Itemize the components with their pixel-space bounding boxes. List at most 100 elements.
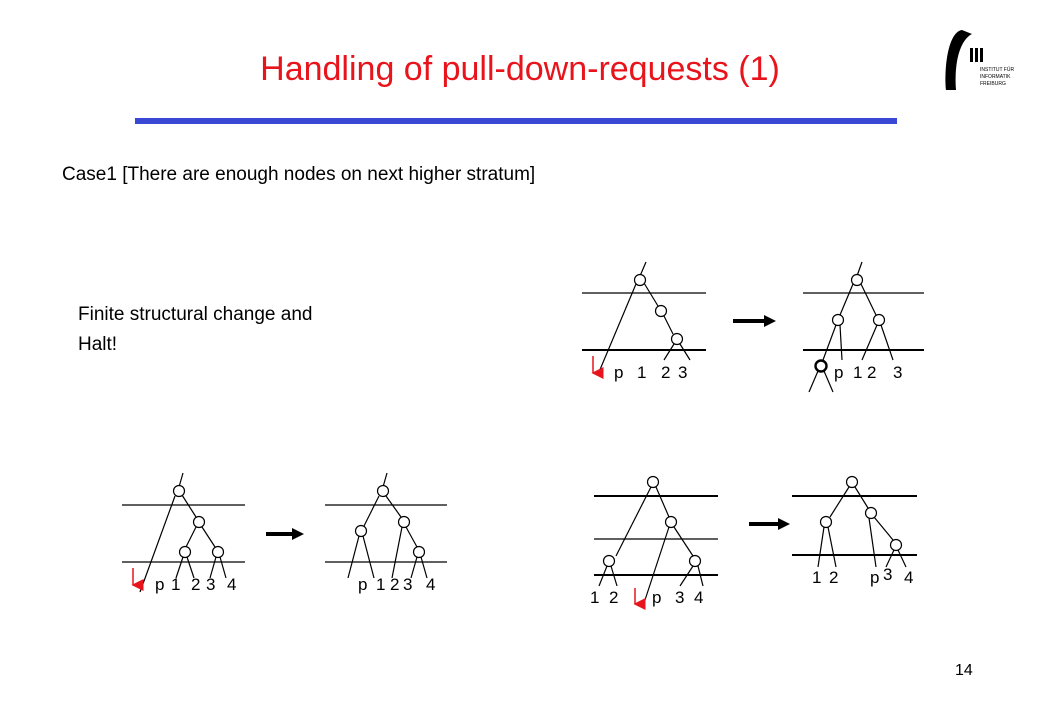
tree-edge xyxy=(139,495,176,593)
tree-edge xyxy=(673,526,694,557)
label-3: 3 xyxy=(678,363,687,382)
tree-node xyxy=(850,273,864,287)
tree-edge xyxy=(363,495,380,527)
tree-edge xyxy=(201,526,216,548)
tree-diagram-1 xyxy=(582,261,706,379)
tree-edge xyxy=(880,324,894,361)
label-2: 2 xyxy=(191,575,200,594)
tree-node xyxy=(376,484,390,498)
tree-edge xyxy=(856,261,863,277)
label-p: p xyxy=(870,568,879,587)
label-2: 2 xyxy=(609,588,618,607)
tree-node xyxy=(633,273,647,287)
tree-node xyxy=(664,515,678,529)
tree-node xyxy=(889,538,903,552)
tree-diagram-2 xyxy=(803,261,924,393)
label-3: 3 xyxy=(403,575,412,594)
tree-edge xyxy=(885,549,895,568)
logo-bar xyxy=(970,48,973,62)
tree-edge xyxy=(181,494,197,518)
label-p: p xyxy=(614,363,623,382)
tree-node xyxy=(354,524,368,538)
tree-edge xyxy=(347,535,360,579)
tree-edge xyxy=(663,315,674,335)
title-underline xyxy=(135,118,897,124)
label-4: 4 xyxy=(426,575,435,594)
transform-arrow-icon xyxy=(266,528,304,540)
label-1: 1 xyxy=(171,575,180,594)
tree-node xyxy=(688,554,702,568)
tree-edge xyxy=(385,495,402,518)
tree-edge xyxy=(655,486,670,518)
tree-edge xyxy=(643,282,659,307)
label-p: p xyxy=(155,575,164,594)
university-logo: INSTITUT FÜR INFORMATIK FREIBURG xyxy=(945,30,1014,90)
label-1: 1 xyxy=(812,568,821,587)
label-p: p xyxy=(652,588,661,607)
tree-edge xyxy=(829,486,850,518)
label-1: 1 xyxy=(637,363,646,382)
tree-node xyxy=(845,475,859,489)
tree-edge xyxy=(362,535,375,579)
label-p: p xyxy=(358,575,367,594)
tree-edge xyxy=(868,517,877,568)
tree-edge xyxy=(219,556,227,579)
tree-edge xyxy=(639,261,647,277)
tree-edge xyxy=(854,486,869,509)
note-text: Finite structural change and Halt! xyxy=(78,300,312,360)
tree-node xyxy=(172,484,186,498)
label-2: 2 xyxy=(867,363,876,382)
transform-arrow-icon xyxy=(749,518,790,530)
tree-edge xyxy=(209,556,217,579)
page-number: 14 xyxy=(955,662,973,679)
tree-edge xyxy=(839,283,854,316)
tree-edge xyxy=(839,324,843,361)
label-1: 1 xyxy=(590,588,599,607)
label-4: 4 xyxy=(227,575,236,594)
tree-edge xyxy=(598,283,637,373)
slide-title: Handling of pull-down-requests (1) xyxy=(260,50,780,88)
logo-text-line1: INSTITUT FÜR xyxy=(980,66,1014,73)
tree-node xyxy=(654,304,668,318)
tree-edge xyxy=(185,526,197,548)
tree-edge xyxy=(644,526,670,601)
tree-edge xyxy=(861,324,878,361)
tree-edge xyxy=(823,370,834,393)
tree-node xyxy=(397,515,411,529)
label-4: 4 xyxy=(904,568,913,587)
tree-node xyxy=(814,359,828,373)
tree-edge xyxy=(175,556,184,579)
tree-edge xyxy=(186,556,195,579)
tree-diagram-3 xyxy=(122,472,245,593)
logo-bar xyxy=(980,48,983,62)
tree-edge xyxy=(873,516,894,541)
tree-edge xyxy=(391,526,403,579)
tree-node xyxy=(602,554,616,568)
tree-edge xyxy=(817,526,825,568)
tree-node xyxy=(192,515,206,529)
tree-edge xyxy=(860,283,877,316)
tree-node xyxy=(872,313,886,327)
logo-text-line3: FREIBURG xyxy=(980,81,1006,87)
tree-node xyxy=(670,332,684,346)
label-3: 3 xyxy=(675,588,684,607)
label-3: 3 xyxy=(883,565,892,584)
tree-node xyxy=(211,545,225,559)
tree-edge xyxy=(808,370,819,393)
tree-edge xyxy=(697,565,704,587)
label-2: 2 xyxy=(661,363,670,382)
tree-node xyxy=(646,475,660,489)
tree-edge xyxy=(598,565,608,587)
tree-edge xyxy=(679,343,691,361)
tree-diagram-5 xyxy=(594,475,718,610)
tree-edge xyxy=(679,565,694,587)
label-3: 3 xyxy=(893,363,902,382)
label-1: 1 xyxy=(376,575,385,594)
tree-edge xyxy=(410,556,418,579)
transform-arrow-icon xyxy=(733,315,776,327)
tree-edge xyxy=(897,549,907,568)
note-line: Halt! xyxy=(78,334,118,355)
tree-edge xyxy=(178,472,184,488)
tree-edge xyxy=(663,343,675,361)
tree-edge xyxy=(382,472,388,488)
